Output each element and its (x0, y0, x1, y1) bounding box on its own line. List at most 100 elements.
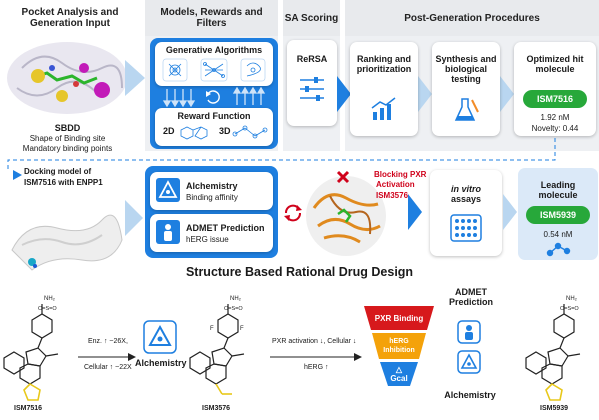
docking-text: Docking model of ISM7516 with ENPP1 (24, 167, 103, 187)
header-sa-label: SA Scoring (284, 12, 339, 24)
lead-title: Leading molecule (538, 180, 578, 200)
lead-card: Leading molecule ISM5939 0.54 nM (518, 168, 598, 260)
ranking-card: Ranking and prioritization (350, 42, 418, 136)
main-title: Structure Based Rational Drug Design (185, 265, 414, 279)
arrow-2 (270, 353, 362, 361)
reward-title: Reward Function (177, 111, 251, 121)
synthesis-card: Synthesis and biological testing (432, 42, 500, 136)
pxr-line1: Blocking PXR (374, 170, 427, 179)
pxr-protein-image (306, 170, 386, 256)
network-icons (162, 58, 266, 82)
alchemistry-triangle-icon-bottom (143, 320, 177, 354)
arrow-to-lead (503, 194, 517, 230)
arrow-to-invitro (408, 194, 422, 230)
red-refresh-icon (284, 204, 302, 222)
reward-card: Reward Function 2D 3D (155, 108, 273, 146)
sbdd-line2: Mandatory binding points (22, 144, 113, 153)
plate-icon (450, 214, 482, 242)
molecule-ism5939: NH₂ O=S=O (525, 296, 581, 401)
arrow-to-hit (500, 76, 514, 112)
docking-image (11, 214, 123, 271)
generative-card: Generative Algorithms (155, 42, 273, 86)
svg-text:O=S=O: O=S=O (38, 306, 57, 312)
generative-title: Generative Algorithms (165, 45, 263, 55)
reward-3d: 3D (219, 126, 231, 136)
lead-potency: 0.54 nM (543, 230, 573, 239)
header-pocket-label: Pocket Analysis and Generation Input (21, 7, 119, 29)
svg-text:O=S=O: O=S=O (560, 306, 579, 312)
svg-text:F: F (240, 326, 244, 332)
alchemistry-card-subtitle: Binding affinity (186, 193, 238, 202)
hit-card: Optimized hit molecule ISM7516 1.92 nM N… (514, 42, 596, 136)
hit-potency: 1.92 nM (540, 113, 570, 122)
reward-molecules (180, 125, 268, 140)
funnel-shape (364, 306, 434, 386)
molecule-3-label: ISM5939 (540, 405, 569, 412)
svg-text:F: F (210, 326, 214, 332)
admet-card-title: ADMET Prediction (186, 223, 265, 233)
arrow-to-synthesis (418, 76, 432, 112)
synthesis-title: Synthesis and biological testing (435, 54, 497, 84)
alchemistry-card: Alchemistry Binding affinity (150, 172, 273, 210)
hit-novelty: Novelty: 0.44 (531, 124, 579, 133)
svg-text:O=S=O: O=S=O (224, 306, 243, 312)
molecule-2-label: ISM3576 (202, 405, 231, 412)
header-post: Post-Generation Procedures (345, 0, 599, 36)
arrow-1 (78, 353, 136, 361)
svg-text:NH₂: NH₂ (44, 296, 56, 302)
invitro-card: in vitro assays (430, 170, 502, 256)
admet-card: ADMET Prediction hERG issue (150, 214, 273, 252)
sbdd-line1: Shape of Binding site (29, 134, 106, 143)
svg-text:NH₂: NH₂ (566, 296, 578, 302)
hit-title: Optimized hit molecule (526, 54, 584, 74)
header-post-label: Post-Generation Procedures (404, 12, 540, 24)
rersa-card: ReRSA (287, 40, 337, 126)
alchemistry-triangle-icon-bottom-2 (457, 350, 481, 374)
arrow-1-line2: Cellular ↑ ~22X (84, 364, 132, 371)
chart-icon (371, 97, 396, 120)
molecule-1-label: ISM7516 (14, 405, 43, 412)
reward-2d: 2D (163, 126, 175, 136)
arrow-to-ranking (337, 76, 351, 112)
lead-name-pill: ISM5939 (526, 206, 590, 224)
arrow-1-line1: Enz. ↑ ~26X, (88, 338, 128, 345)
invitro-italic: in vitro (450, 184, 481, 194)
refresh-icon (206, 90, 220, 104)
x-mark-icon (336, 170, 350, 184)
binding-pocket-image (7, 42, 127, 114)
header-pocket: Pocket Analysis and Generation Input (0, 0, 140, 36)
pxr-compound: ISM3576 (376, 191, 409, 200)
admet-card-subtitle: hERG issue (186, 235, 229, 244)
alchemistry-bottom-label: Alchemistry (135, 358, 187, 368)
person-icon-bottom (457, 320, 481, 344)
alchemistry-card-title: Alchemistry (186, 181, 238, 191)
arrow-to-models (125, 60, 145, 96)
svg-text:NH₂: NH₂ (230, 296, 242, 302)
admet-bottom-title: ADMET Prediction (448, 287, 493, 307)
flask-icon (454, 98, 479, 121)
slider-icon (300, 77, 324, 101)
rersa-title: ReRSA (296, 54, 328, 64)
panel-arrows (162, 86, 266, 108)
sbdd-title: SBDD (54, 123, 81, 133)
header-models-label: Models, Rewards and Filters (160, 7, 263, 29)
hit-name-pill: ISM7516 (523, 90, 587, 108)
arrow-2-line1: PXR activation ↓, Cellular ↓ (272, 338, 357, 345)
ranking-title: Ranking and prioritization (356, 54, 412, 74)
person-icon (156, 220, 180, 244)
header-models: Models, Rewards and Filters (145, 0, 278, 36)
molecule-ism3576: NH₂ O=S=O F F (189, 296, 245, 395)
invitro-rest: assays (450, 194, 482, 204)
alchemistry-bottom-label-2: Alchemistry (444, 390, 496, 400)
alchemistry-triangle-icon (156, 178, 180, 202)
arrow-to-alchemistry-panel (125, 200, 143, 236)
funnel-herg: hERG Inhibition (383, 338, 415, 354)
funnel-gcal: △ Gcal (390, 365, 408, 383)
pxr-line2: Activation (376, 180, 415, 189)
arrow-2-line2: hERG ↑ (304, 364, 329, 371)
dashed-connector (7, 138, 556, 180)
molecule-ism7516: NH₂ O=S=O (3, 296, 59, 401)
lead-molecule-icon (546, 242, 571, 257)
header-sa: SA Scoring (283, 0, 340, 36)
funnel-pxr: PXR Binding (374, 313, 424, 323)
